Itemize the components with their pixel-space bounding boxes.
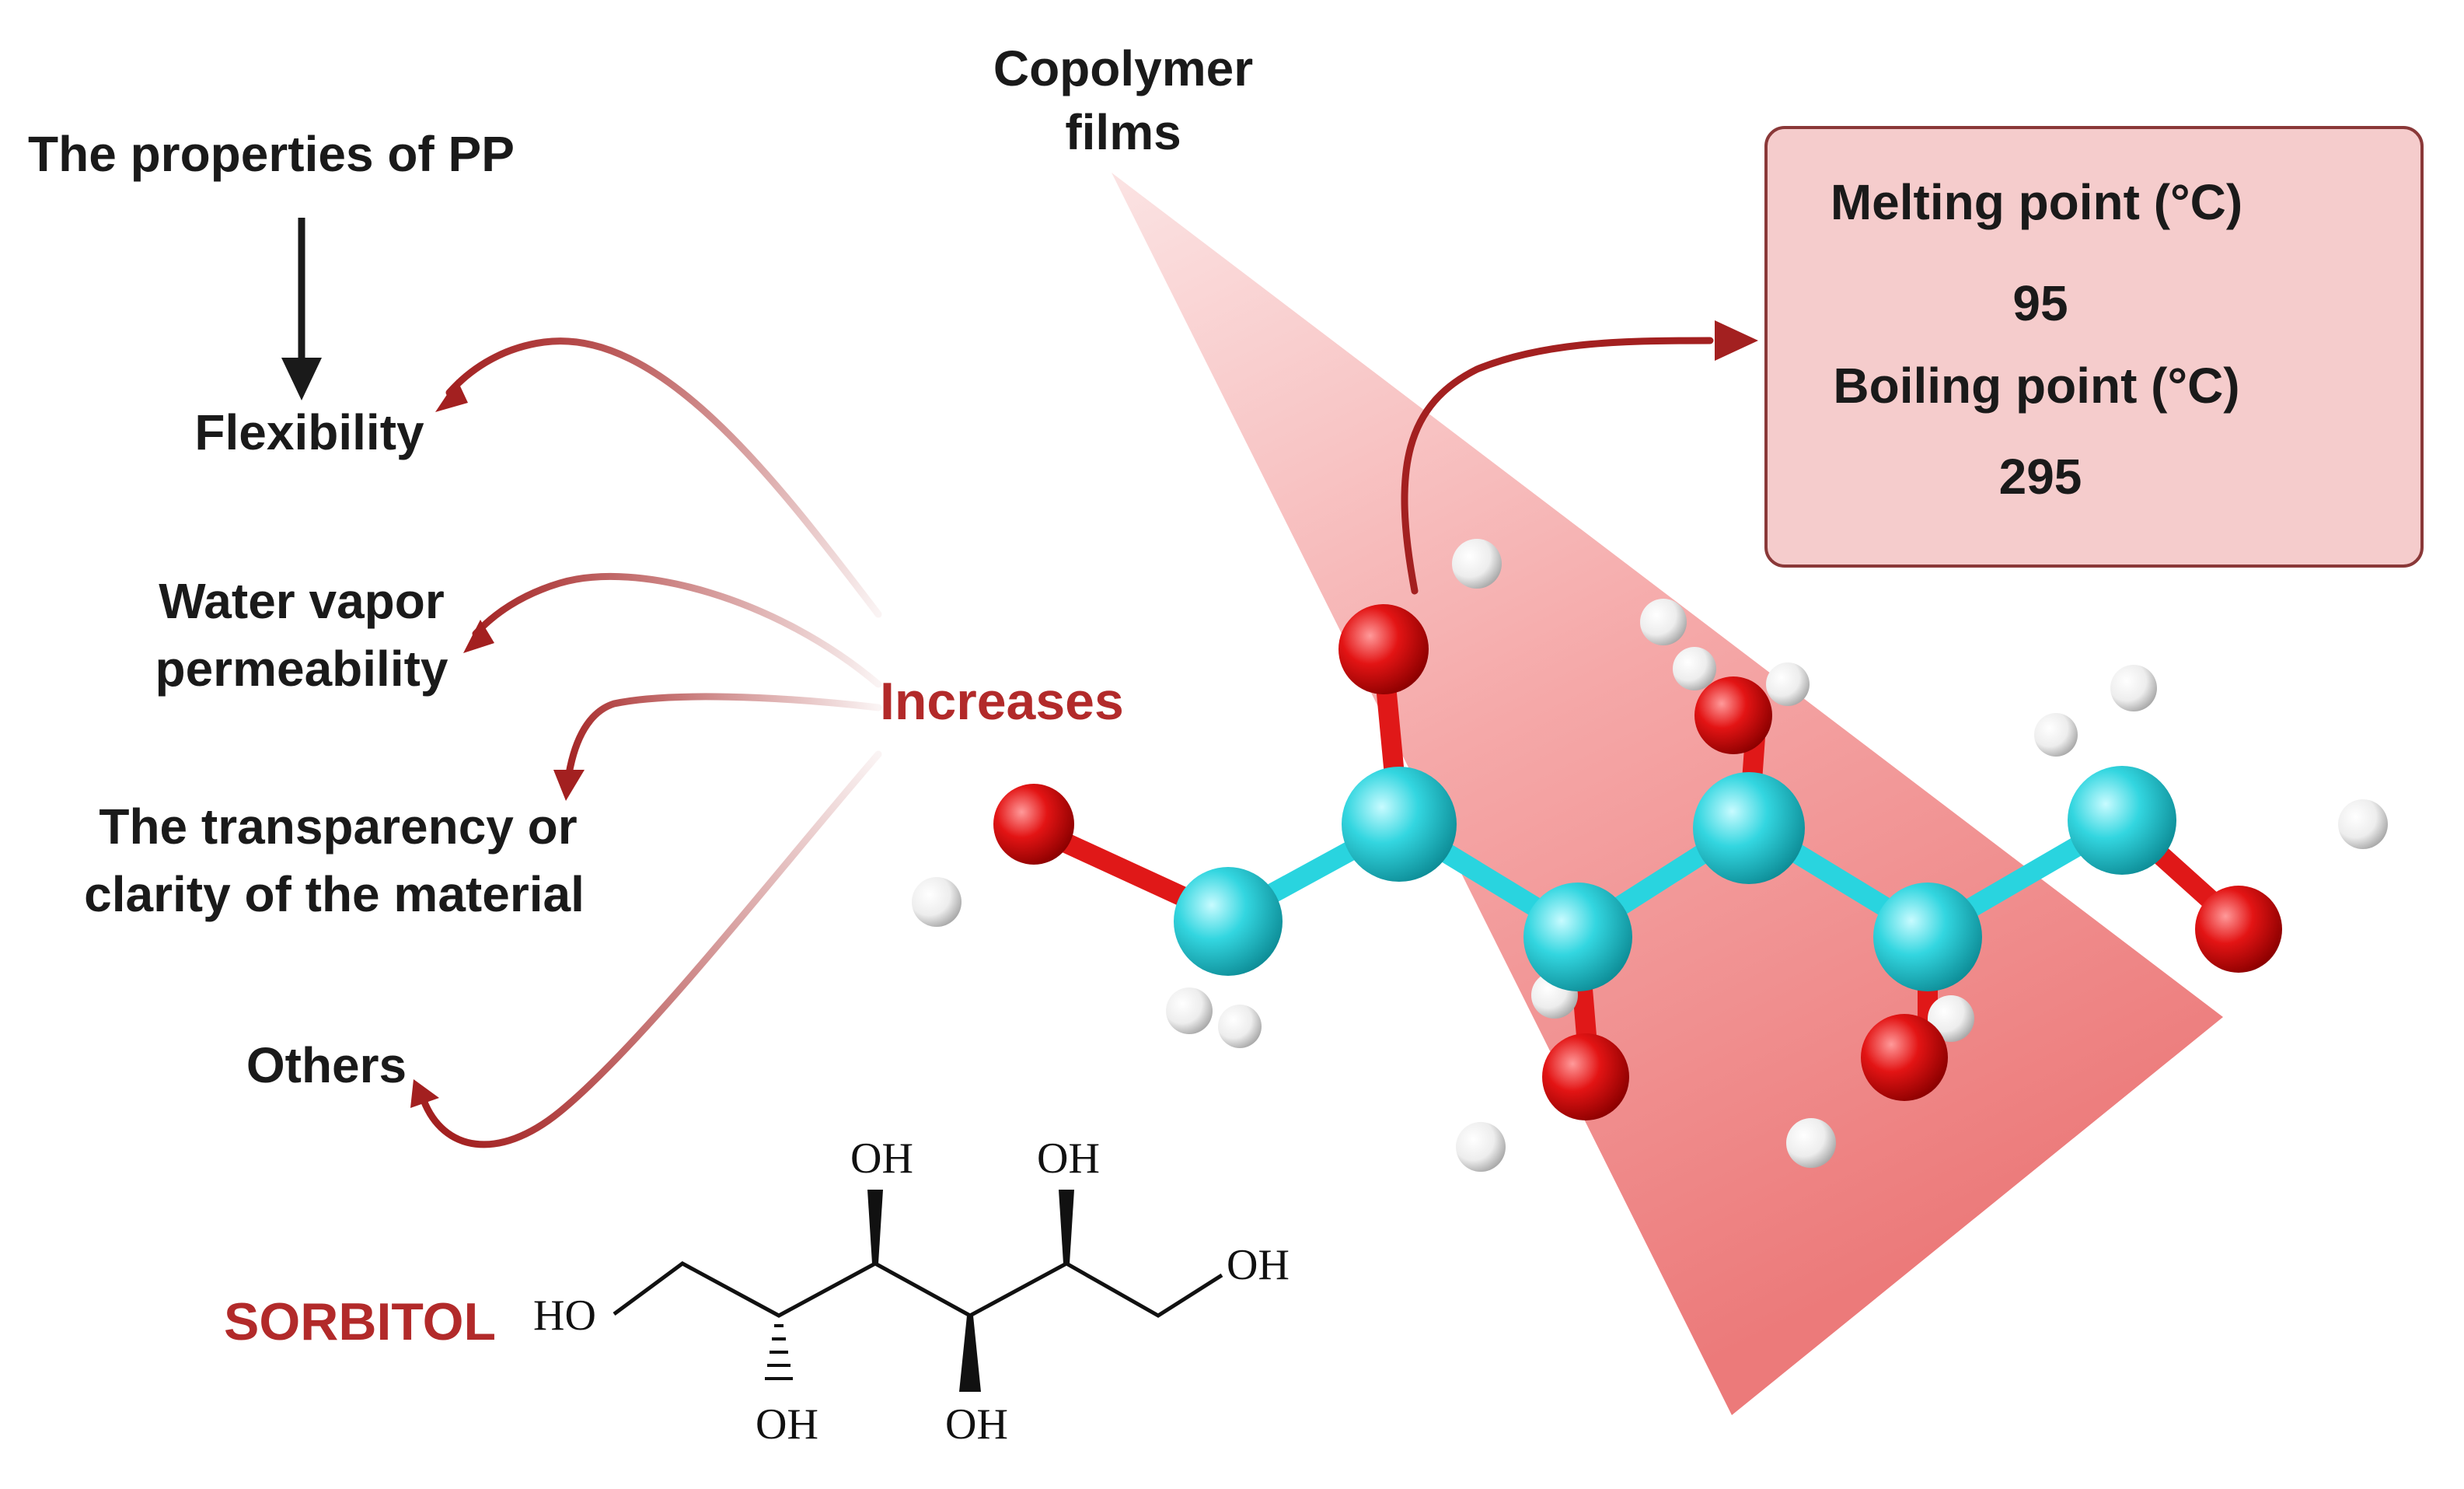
copolymer-cone bbox=[1112, 173, 2223, 1415]
effect-transparency-line2: clarity of the material bbox=[84, 866, 585, 922]
molecule-oxygens bbox=[993, 604, 2282, 1120]
copolymer-films-line1: Copolymer bbox=[993, 40, 1254, 96]
structure-oh-top-1: OH bbox=[850, 1134, 913, 1183]
boiling-point-label: Boiling point (°C) bbox=[1833, 358, 2240, 414]
pp-properties-title: The properties of PP bbox=[28, 126, 515, 182]
structure-oh-right: OH bbox=[1227, 1241, 1290, 1289]
effect-water-vapor-line1: Water vapor bbox=[159, 573, 445, 629]
effect-others: Others bbox=[246, 1037, 407, 1093]
melting-point-value: 95 bbox=[2012, 275, 2068, 331]
arrow-to-properties-box bbox=[1401, 320, 1758, 595]
structure-oh-bottom-1: OH bbox=[756, 1400, 818, 1449]
hashed-bond bbox=[765, 1324, 793, 1380]
arrow-to-water-vapor bbox=[463, 572, 882, 688]
effect-water-vapor-line2: permeability bbox=[155, 641, 448, 697]
arrow-to-flexibility bbox=[435, 337, 882, 618]
structure-ho-left: HO bbox=[533, 1292, 596, 1340]
boiling-point-value: 295 bbox=[1998, 449, 2082, 505]
effect-flexibility: Flexibility bbox=[194, 404, 424, 460]
structure-oh-bottom-2: OH bbox=[945, 1400, 1008, 1449]
molecule-carbons bbox=[1174, 766, 2176, 991]
sorbitol-3d-model bbox=[912, 539, 2388, 1172]
arrow-to-others bbox=[410, 750, 882, 1148]
melting-point-label: Melting point (°C) bbox=[1830, 174, 2243, 230]
effect-transparency-line1: The transparency or bbox=[99, 799, 578, 855]
copolymer-films-line2: films bbox=[1065, 104, 1181, 160]
structure-oh-top-2: OH bbox=[1037, 1134, 1100, 1183]
properties-box bbox=[1764, 126, 2424, 568]
increases-label: Increases bbox=[880, 672, 1124, 731]
sorbitol-skeletal-structure bbox=[613, 1190, 1223, 1392]
arrow-to-transparency bbox=[553, 693, 882, 801]
molecule-hydrogens bbox=[912, 539, 2388, 1172]
down-arrow bbox=[281, 218, 322, 400]
compound-name: SORBITOL bbox=[224, 1292, 497, 1351]
